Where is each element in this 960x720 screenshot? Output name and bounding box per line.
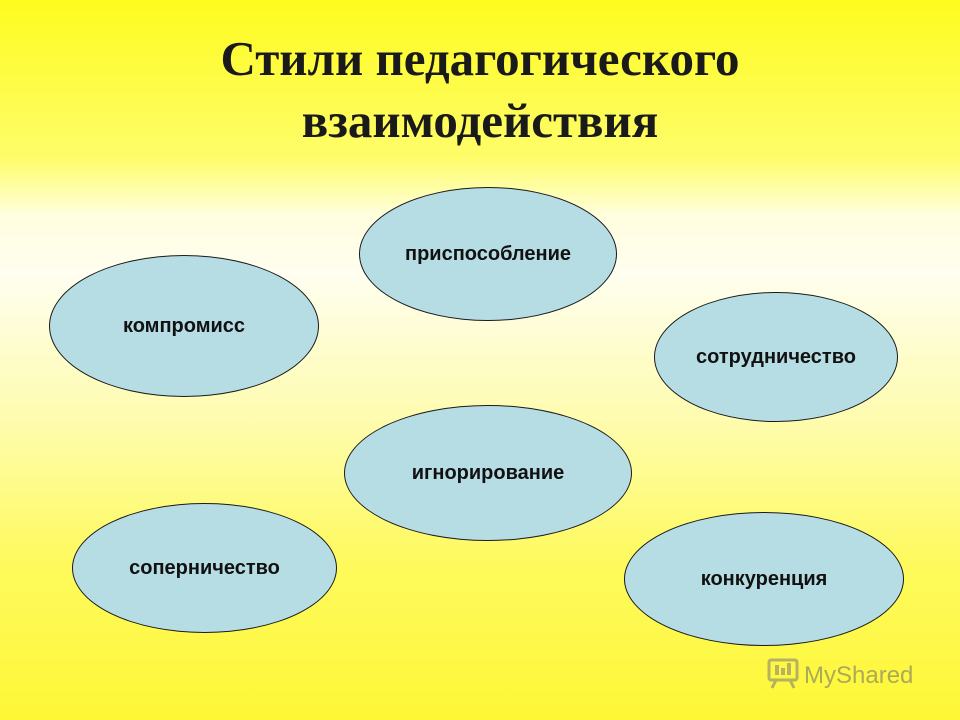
bubble-kompromiss: компромисс: [49, 255, 319, 397]
bubble-label: конкуренция: [700, 567, 828, 590]
watermark: MyShared: [766, 656, 913, 695]
presentation-board-icon: [766, 656, 800, 695]
watermark-text: MyShared: [804, 661, 914, 689]
bubble-label: сотрудничество: [696, 345, 856, 368]
bubble-label: игнорирование: [411, 461, 565, 484]
title-line-1: Стили педагогического: [220, 31, 740, 86]
slide-title: Стили педагогического взаимодействия: [80, 28, 880, 152]
bubble-sopernichestvo: соперничество: [72, 503, 337, 633]
bubble-konkurentsiya: конкуренция: [624, 512, 904, 646]
bubble-label: приспособление: [404, 242, 571, 265]
bubble-label: соперничество: [129, 556, 280, 579]
bubble-ignorirovanie: игнорирование: [344, 405, 632, 541]
bubble-sotrudnichestvo: сотрудничество: [654, 292, 898, 422]
title-line-2: взаимодействия: [301, 93, 659, 148]
bubble-prisposoblenie: приспособление: [359, 187, 617, 321]
bubble-label: компромисс: [122, 314, 246, 337]
